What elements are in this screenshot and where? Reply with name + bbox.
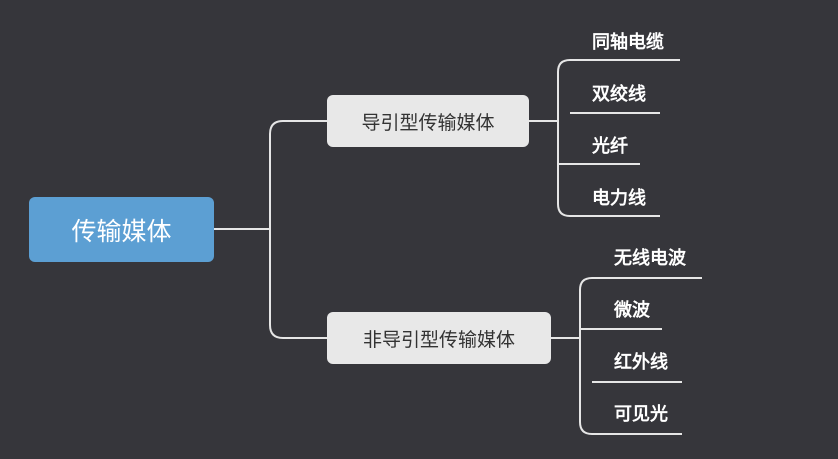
leaf-node-twisted-pair[interactable]: 双绞线 [592, 84, 646, 105]
branch-node-guided-media[interactable]: 导引型传输媒体 [327, 95, 529, 147]
leaf-node-radio-wave[interactable]: 无线电波 [614, 248, 686, 269]
connector-trunk [269, 120, 284, 339]
root-node[interactable]: 传输媒体 [29, 197, 214, 262]
leaf-node-coaxial-cable[interactable]: 同轴电缆 [592, 32, 664, 53]
leaf-node-microwave[interactable]: 微波 [614, 300, 650, 321]
leaf-node-visible-light[interactable]: 可见光 [614, 404, 668, 425]
connector-unguided-trunk [579, 277, 593, 435]
leaf-node-optical-fiber[interactable]: 光纤 [592, 136, 628, 157]
leaf-node-power-line[interactable]: 电力线 [592, 188, 646, 209]
connector-guided-trunk [557, 59, 571, 217]
branch-node-unguided-media[interactable]: 非导引型传输媒体 [327, 312, 551, 364]
leaf-node-infrared[interactable]: 红外线 [614, 352, 668, 373]
